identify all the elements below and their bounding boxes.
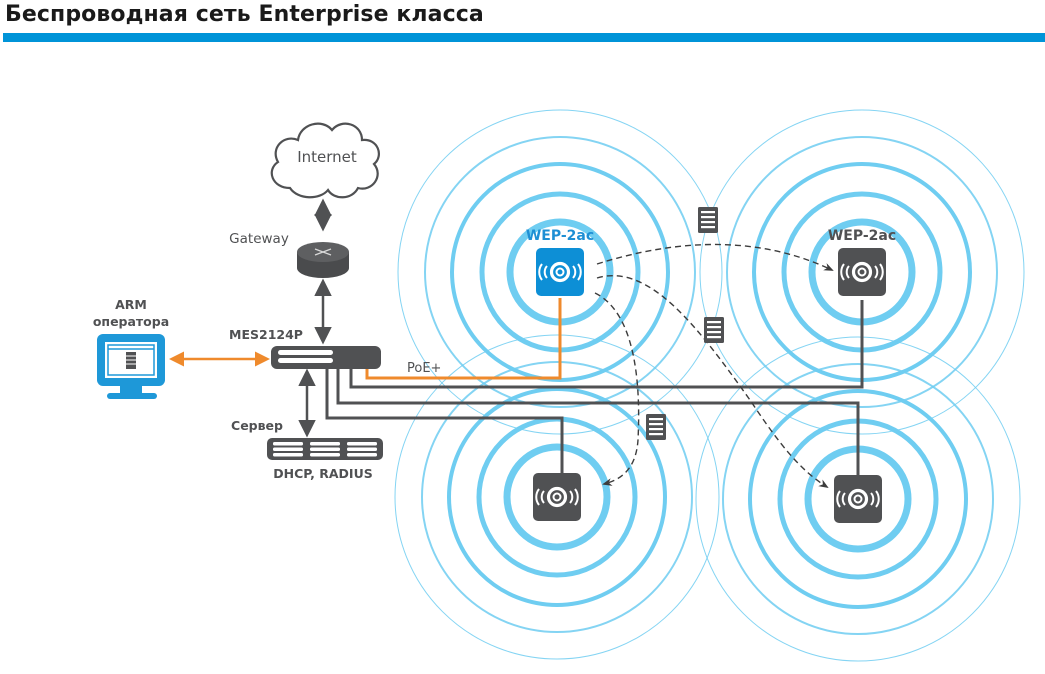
title-underline-bar <box>3 33 1045 42</box>
internet-cloud: Internet <box>270 122 380 199</box>
access-point-4[interactable] <box>834 475 882 523</box>
access-point-2[interactable]: WEP-2ac <box>828 228 896 296</box>
client-device-1 <box>698 207 718 233</box>
cable-to-ap-3 <box>325 368 564 473</box>
ap-body <box>834 475 882 523</box>
cloud-icon <box>270 122 380 199</box>
document-icon <box>698 207 718 233</box>
access-point-3[interactable] <box>533 473 581 521</box>
coverage-ring-ap3-4 <box>421 361 693 633</box>
roaming-paths <box>594 243 834 489</box>
gateway-label: Gateway <box>229 231 289 247</box>
roaming-arrow-ap1-to-ap3 <box>594 292 640 486</box>
router-icon <box>314 248 332 256</box>
poe-cable-to-ap-1 <box>365 298 562 380</box>
coverage-ring-ap4-5 <box>695 336 1021 662</box>
cable-to-ap-2 <box>349 300 864 389</box>
arm-operator-workstation[interactable]: ARM оператора <box>93 297 169 399</box>
coverage-ring-ap4-3 <box>748 389 968 609</box>
poe-label: PoE+ <box>407 361 441 376</box>
switch-mes2124p[interactable]: MES2124P <box>229 327 381 369</box>
coverage-ring-ap4-4 <box>722 363 994 635</box>
ap-body <box>838 248 886 296</box>
client-device-2 <box>704 317 724 343</box>
coverage-ring-ap1-3 <box>450 162 670 382</box>
cable-to-ap-4 <box>336 368 860 475</box>
coverage-ring-ap3-1 <box>503 443 611 551</box>
coverage-ring-ap2-5 <box>699 109 1025 435</box>
document-icon <box>704 317 724 343</box>
page-title: Беспроводная сеть Enterprise класса <box>5 2 484 27</box>
client-device-3 <box>646 414 666 440</box>
access-point-1[interactable]: WEP-2ac <box>526 228 594 296</box>
roaming-arrow-ap1-to-ap4 <box>596 275 829 489</box>
coverage-ring-ap1-5 <box>397 109 723 435</box>
switch-label: MES2124P <box>229 327 303 342</box>
roaming-arrow-ap1-to-ap2 <box>596 243 834 271</box>
server-label: Сервер <box>231 418 283 433</box>
ethernet-cables <box>325 300 864 475</box>
coverage-ring-ap1-4 <box>424 136 696 408</box>
arm-label-line2: оператора <box>93 314 169 329</box>
server-dhcp-radius[interactable]: Сервер DHCP, RADIUS <box>231 418 383 481</box>
document-icon <box>646 414 666 440</box>
coverage-ring-ap3-5 <box>394 334 720 660</box>
gateway-router[interactable]: Gateway <box>229 231 349 278</box>
coverage-ring-ap3-3 <box>447 387 667 607</box>
server-services-label: DHCP, RADIUS <box>273 466 372 481</box>
ap-label: WEP-2ac <box>828 228 896 244</box>
switch-icon <box>271 346 381 369</box>
internet-label: Internet <box>297 148 357 166</box>
ap-label: WEP-2ac <box>526 228 594 244</box>
coverage-ring-ap2-4 <box>726 136 998 408</box>
ap-body <box>536 248 584 296</box>
ap-body <box>533 473 581 521</box>
arm-label-line1: ARM <box>115 297 147 312</box>
